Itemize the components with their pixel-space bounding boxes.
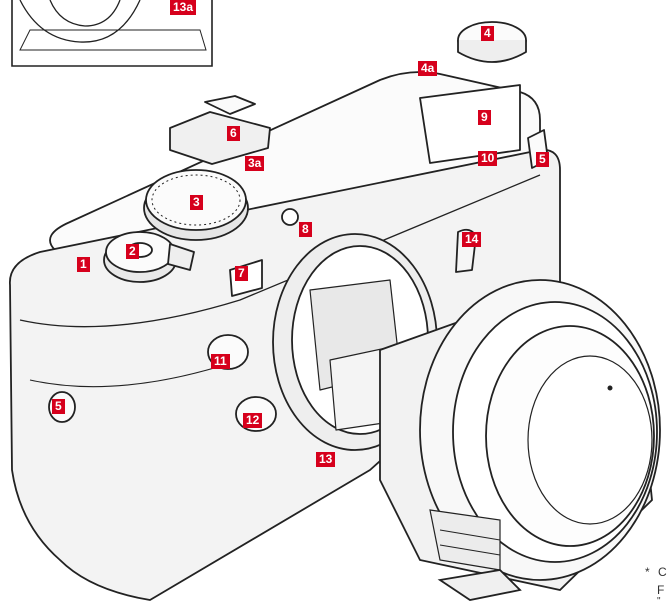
footnote-mark: * <box>645 565 650 579</box>
footnote-line1: C <box>658 565 667 579</box>
callout-8: 8 <box>299 222 312 237</box>
callout-10: 10 <box>478 151 498 166</box>
callout-5-strap-right: 5 <box>536 152 549 167</box>
callout-9: 9 <box>478 110 491 125</box>
callout-2: 2 <box>126 244 139 259</box>
callout-6: 6 <box>227 126 240 141</box>
footnote-line3: " <box>657 596 661 607</box>
footnote-line2: F <box>657 583 665 597</box>
callout-4a: 4a <box>418 61 438 76</box>
callout-13a: 13a <box>170 0 197 15</box>
lens <box>379 279 661 601</box>
callout-1: 1 <box>77 257 90 272</box>
footnote: * C <box>645 565 667 579</box>
callout-12: 12 <box>243 413 263 428</box>
callout-13: 13 <box>316 452 336 467</box>
callout-14: 14 <box>462 232 482 247</box>
callout-3a: 3a <box>245 156 265 171</box>
callout-4: 4 <box>481 26 494 41</box>
callout-11: 11 <box>211 354 230 369</box>
callout-7: 7 <box>235 266 248 281</box>
camera-body <box>9 21 561 601</box>
inset-detail <box>11 0 213 67</box>
callout-3: 3 <box>190 195 203 210</box>
callout-5-strap-left: 5 <box>52 399 65 414</box>
